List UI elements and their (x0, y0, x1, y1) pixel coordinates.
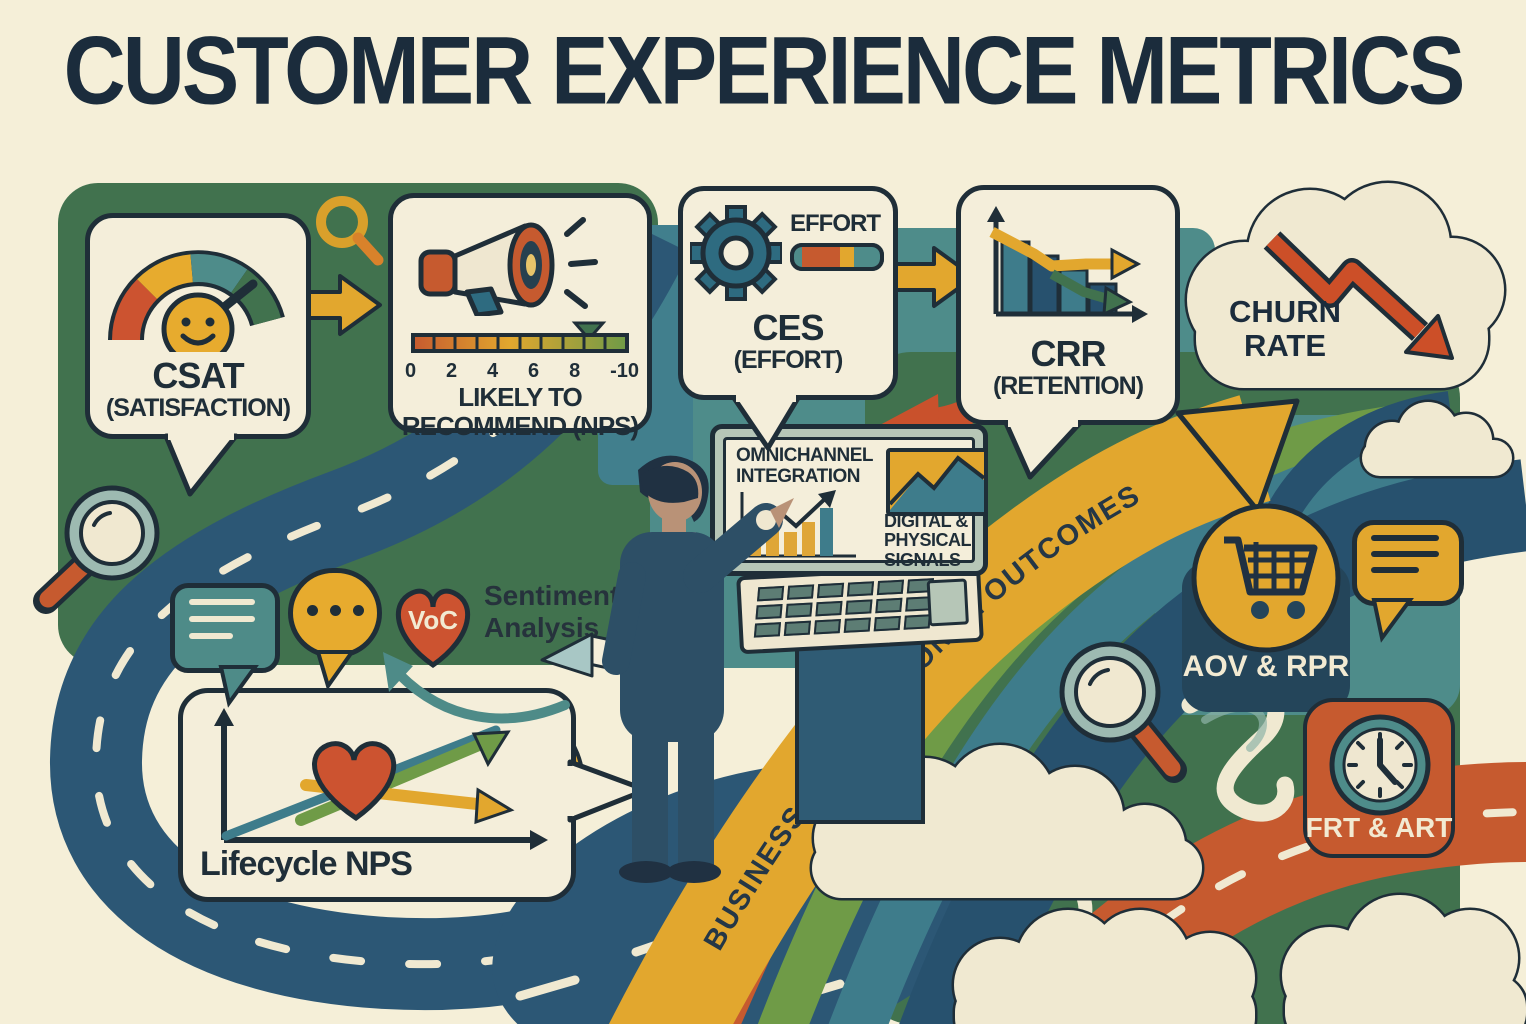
csat-callout-tail (163, 432, 239, 497)
crr-title: CRR (1030, 333, 1107, 374)
business-road-arrowhead (1175, 398, 1300, 514)
chat-bubble-teal-tail (218, 665, 259, 708)
crr-chart-icon (987, 206, 1148, 323)
nps-line2: RECOMMEND (NPS) (401, 410, 639, 441)
gear-icon (690, 205, 782, 301)
person-leg (632, 732, 668, 866)
csat-subtitle: (SATISFACTION) (105, 393, 291, 422)
voc-heart-icon (395, 588, 471, 669)
churn-line1: CHURN (1229, 294, 1341, 329)
person-shoe (619, 861, 673, 883)
person-arm (683, 503, 783, 593)
arrow-csat-to-nps (300, 274, 382, 336)
arrow-ces-to-crr (894, 246, 976, 308)
crr-callout: CRR (RETENTION) (956, 185, 1180, 425)
chat-bubble-teal-icon (170, 583, 280, 673)
kiosk-pedestal (795, 636, 925, 824)
retention-green-arrow (1049, 269, 1110, 304)
nps-scale-marker (571, 321, 607, 342)
crr-subtitle: (RETENTION) (992, 371, 1144, 400)
nps-scale-labels: 0 2 4 6 8 -10 (393, 360, 647, 383)
churn-line2: RATE (1243, 328, 1327, 364)
sentiment-arrow (383, 652, 570, 724)
nps-scale-icon (411, 321, 629, 353)
nps-scale-8: 8 (569, 360, 581, 382)
person-leg (678, 732, 714, 866)
swirl-small-icon (1028, 853, 1142, 967)
lifecycle-label: Lifecycle NPS (200, 845, 413, 883)
nps-scale-0: 0 (405, 360, 417, 382)
kiosk-screen: OMNICHANNEL INTEGRATION DIGITA (710, 424, 988, 576)
sentiment-line2: Analysis (484, 612, 600, 644)
kiosk-sidepad (926, 578, 969, 627)
lifecycle-chart (214, 708, 548, 850)
magnifier-left-icon (33, 485, 160, 614)
chat-bubble-yellow-icon (288, 568, 382, 658)
csat-gauge-icon (108, 250, 285, 366)
ces-callout: EFFORT CES (EFFORT) (678, 186, 898, 400)
voc-label: VoC (407, 605, 459, 635)
page-title: CUSTOMER EXPERIENCE METRICS (63, 17, 1466, 125)
crr-callout-tail (1003, 419, 1083, 480)
effort-bar-icon (790, 243, 884, 272)
nps-scale-2: 2 (446, 360, 458, 382)
screen-caption-line1: DIGITAL & (884, 511, 968, 531)
person-hand (770, 498, 794, 528)
retention-yellow-arrow (989, 227, 1116, 272)
screen-title-line1: OMNICHANNEL (736, 445, 874, 466)
megaphone-icon (418, 217, 598, 318)
magnifier-small-icon (316, 196, 384, 266)
ces-callout-tail (731, 394, 801, 451)
clock-icon (1329, 714, 1431, 816)
sentiment-analysis-label: Sentiment Analysis (484, 580, 619, 644)
sentiment-line1: Sentiment (484, 580, 620, 611)
nps-scale-6: 6 (528, 360, 540, 382)
nps-line1: LIKELY TO (458, 382, 582, 412)
churn-rate-label: CHURN RATE (1205, 294, 1365, 364)
person-illustration (602, 455, 794, 883)
lifecycle-box-tail (566, 759, 649, 823)
screen-title-line2: INTEGRATION (736, 465, 860, 487)
green-arrow (295, 736, 492, 826)
shopping-cart-icon (1191, 503, 1341, 653)
screen-title: OMNICHANNEL INTEGRATION (736, 445, 874, 488)
nps-scale-4: 4 (487, 360, 499, 382)
effort-tag: EFFORT (790, 210, 881, 237)
csat-callout: CSAT (SATISFACTION) (85, 213, 311, 439)
screen-thumbnail-image (886, 448, 988, 516)
chat-bubble-yellow-tail (315, 650, 356, 691)
ces-title: CES (752, 307, 824, 348)
csat-title: CSAT (152, 355, 244, 396)
chat-bubble-right-tail (1371, 598, 1414, 643)
nps-scale-10: -10 (610, 360, 639, 382)
ces-subtitle: (EFFORT) (733, 345, 844, 374)
screen-caption: DIGITAL & PHYSICAL SIGNALS (884, 511, 972, 570)
heart-icon (312, 741, 397, 822)
screen-caption-line2: PHYSICAL (884, 530, 972, 551)
screen-caption-line3: SIGNALS (884, 549, 961, 570)
nps-callout: 0 2 4 6 8 -10 LIKELY TO RECOMMEND (NPS) (388, 193, 652, 440)
frt-art-label: FRT & ART (1305, 812, 1453, 843)
magnifier-right-icon (1059, 641, 1187, 783)
person-shoe (667, 861, 721, 883)
chat-bubble-right-icon (1352, 520, 1464, 606)
aov-rpr-label: AOV & RPR (1182, 650, 1350, 683)
